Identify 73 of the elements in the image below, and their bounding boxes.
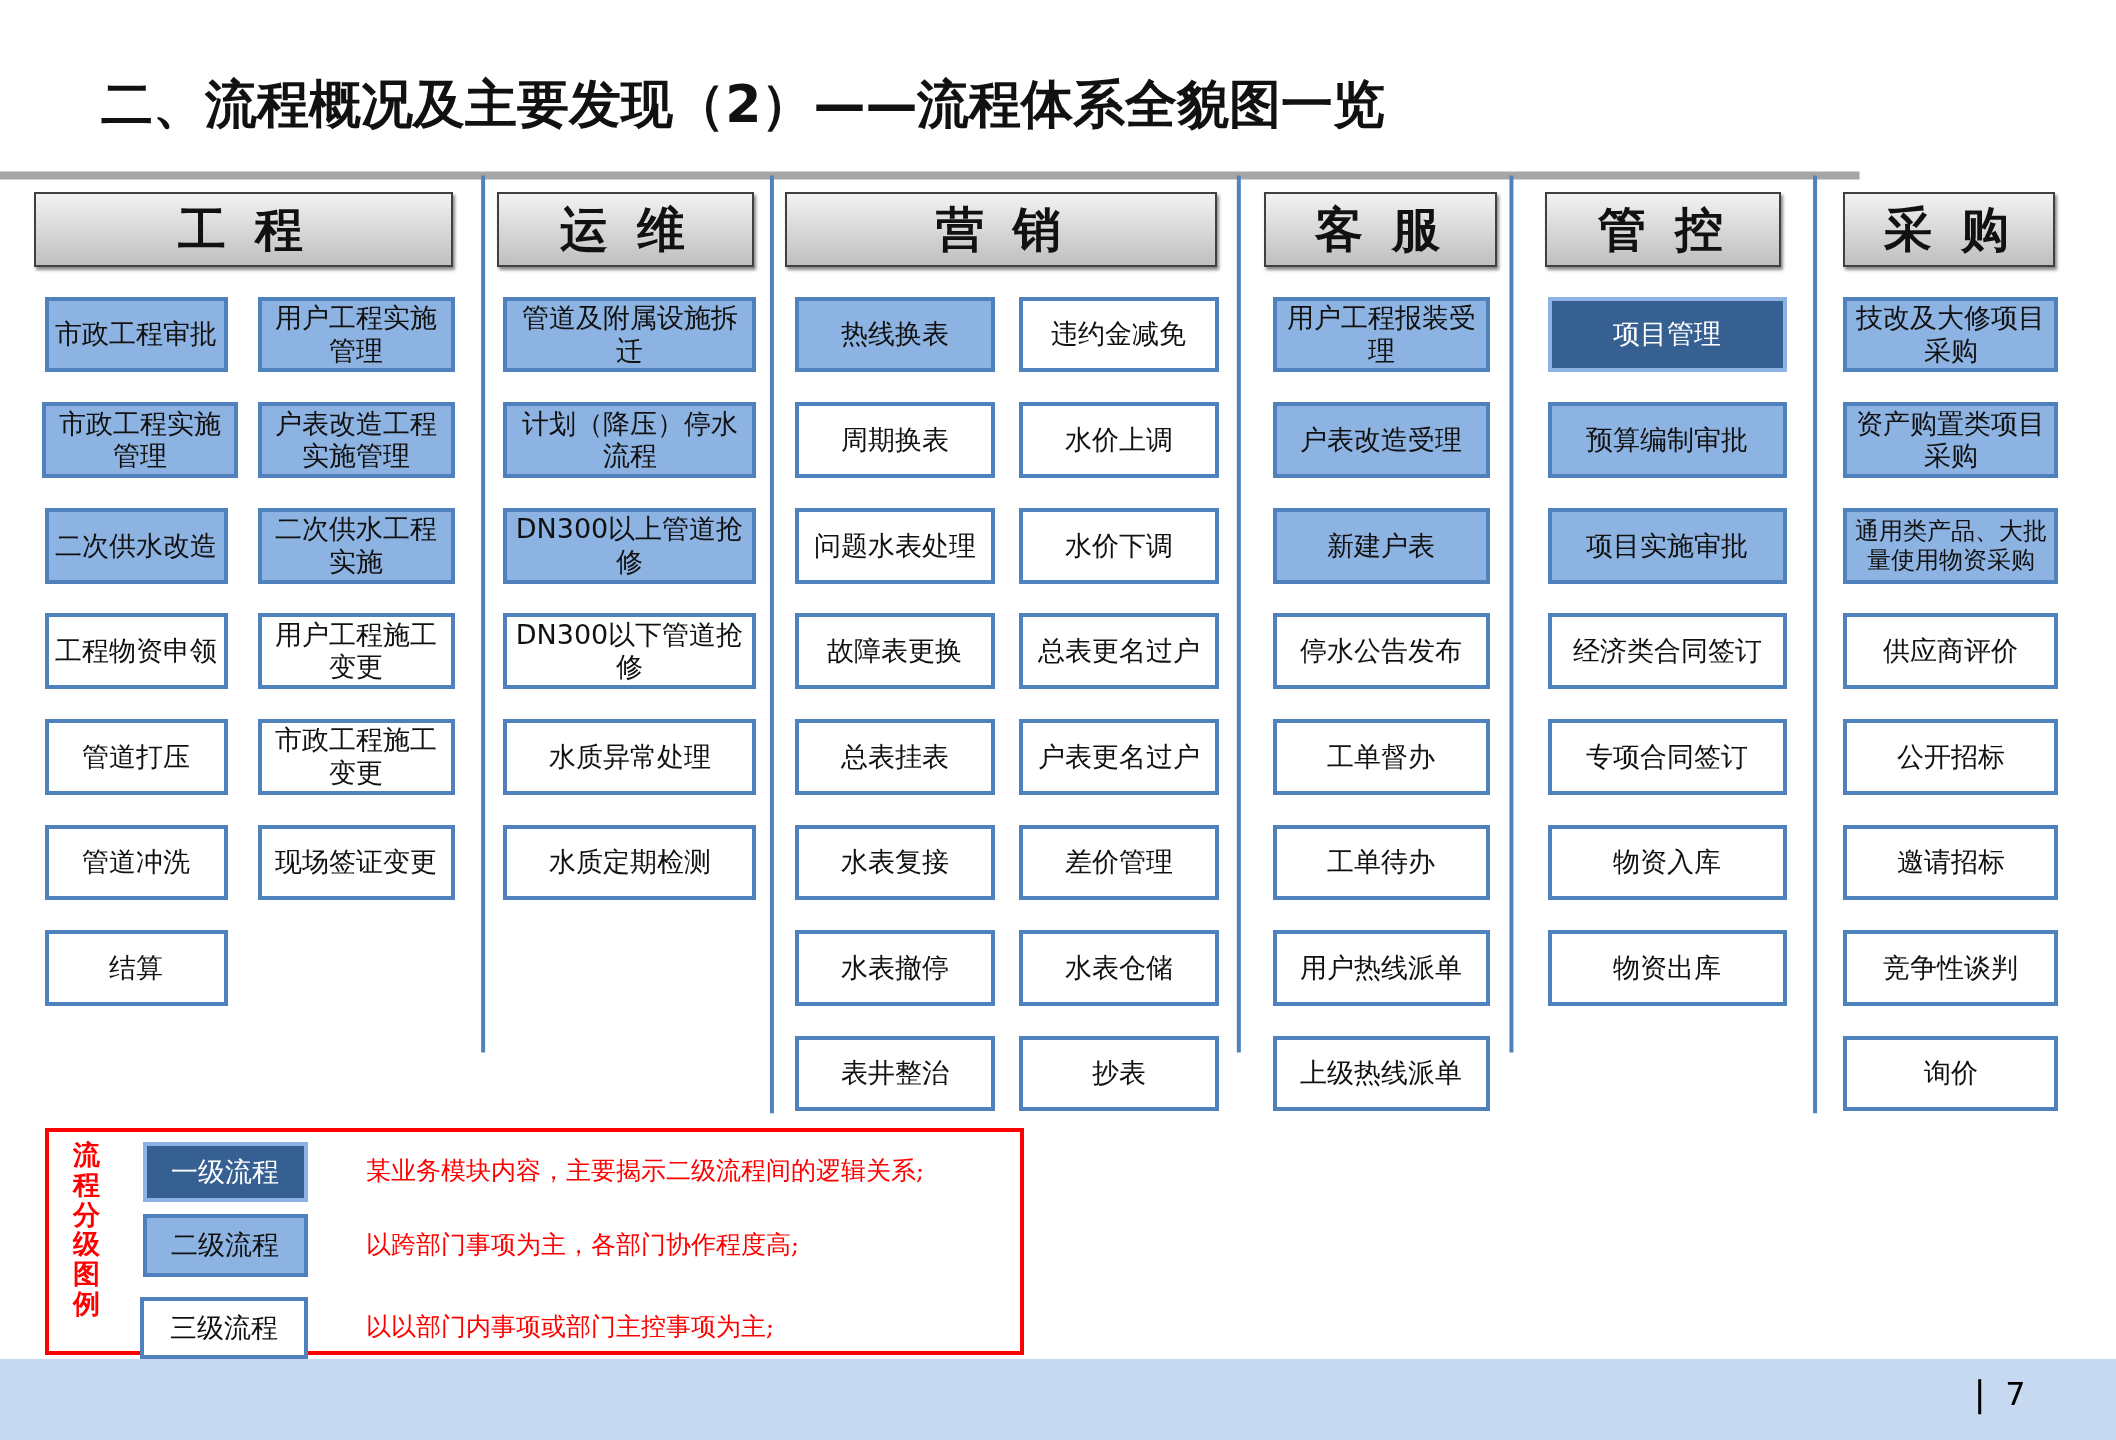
legend-description: 以以部门内事项或部门主控事项为主;	[365, 1311, 775, 1342]
slide-title: 二、流程概况及主要发现（2）——流程体系全貌图一览	[101, 73, 1386, 137]
column-header: 管控	[1545, 191, 1782, 268]
level2-process-box: 技改及大修项目采购	[1843, 296, 2058, 373]
level3-process-box: 经济类合同签订	[1547, 613, 1787, 690]
level2-process-box: 项目实施审批	[1547, 507, 1787, 584]
level3-process-box: 管道打压	[44, 719, 229, 795]
level3-process-box: 故障表更换	[794, 613, 995, 690]
level3-process-box: 三级流程	[140, 1296, 308, 1359]
column-header: 工程	[33, 191, 454, 268]
level3-process-box: 供应商评价	[1843, 613, 2058, 690]
level2-process-box: 资产购置类项目采购	[1843, 402, 2058, 478]
level3-process-box: 工单督办	[1272, 719, 1490, 795]
level3-process-box: 用户热线派单	[1272, 930, 1490, 1006]
level2-process-box: 计划（降压）停水流程	[503, 402, 756, 478]
level3-process-box: 水价下调	[1018, 507, 1219, 584]
level2-process-box: 用户工程实施管理	[257, 296, 455, 373]
level2-process-box: 市政工程审批	[44, 296, 229, 373]
level2-process-box: 二级流程	[143, 1214, 308, 1277]
level3-process-box: 上级热线派单	[1272, 1035, 1490, 1112]
level2-process-box: 二次供水工程实施	[257, 507, 455, 584]
level3-process-box: 竞争性谈判	[1843, 930, 2058, 1006]
level3-process-box: 周期换表	[794, 402, 995, 478]
level3-process-box: 水质定期检测	[503, 824, 756, 901]
legend-description: 某业务模块内容，主要揭示二级流程间的逻辑关系;	[365, 1155, 925, 1186]
level3-process-box: 抄表	[1018, 1035, 1219, 1112]
level2-process-box: 管道及附属设施拆迁	[503, 296, 756, 373]
level1-process-box: 项目管理	[1547, 296, 1787, 373]
level3-process-box: 邀请招标	[1843, 824, 2058, 901]
level3-process-box: 总表挂表	[794, 719, 995, 795]
level3-process-box: 户表更名过户	[1018, 719, 1219, 795]
legend-title: 流程分级图例	[72, 1140, 100, 1319]
column-header: 客服	[1264, 191, 1497, 268]
level3-process-box: 专项合同签订	[1547, 719, 1787, 795]
level3-process-box: 违约金减免	[1018, 296, 1219, 373]
level3-process-box: 公开招标	[1843, 719, 2058, 795]
level2-process-box: 市政工程实施管理	[41, 402, 238, 478]
level2-process-box: DN300以上管道抢修	[503, 507, 756, 584]
level3-process-box: 停水公告发布	[1272, 613, 1490, 690]
level3-process-box: 用户工程施工变更	[257, 613, 455, 690]
level2-process-box: 户表改造受理	[1272, 402, 1490, 478]
level3-process-box: DN300以下管道抢修	[503, 613, 756, 690]
level1-process-box: 一级流程	[143, 1141, 308, 1203]
level3-process-box: 工单待办	[1272, 824, 1490, 901]
level3-process-box: 水表复接	[794, 824, 995, 901]
level2-process-box: 用户工程报装受理	[1272, 296, 1490, 373]
level3-process-box: 水价上调	[1018, 402, 1219, 478]
level3-process-box: 表井整治	[794, 1035, 995, 1112]
level3-process-box: 市政工程施工变更	[257, 719, 455, 795]
level3-process-box: 差价管理	[1018, 824, 1219, 901]
level3-process-box: 物资出库	[1547, 930, 1787, 1006]
legend-description: 以跨部门事项为主，各部门协作程度高;	[365, 1229, 800, 1260]
level3-process-box: 水表撤停	[794, 930, 995, 1006]
level2-process-box: 预算编制审批	[1547, 402, 1787, 478]
level3-process-box: 工程物资申领	[44, 613, 229, 690]
level3-process-box: 管道冲洗	[44, 824, 229, 901]
level3-process-box: 水表仓储	[1018, 930, 1219, 1006]
level2-process-box: 热线换表	[794, 296, 995, 373]
level3-process-box: 现场签证变更	[257, 824, 455, 901]
column-header: 营销	[785, 191, 1218, 268]
level2-process-box: 二次供水改造	[44, 507, 229, 584]
level3-process-box: 问题水表处理	[794, 507, 995, 584]
level3-process-box: 总表更名过户	[1018, 613, 1219, 690]
level3-process-box: 水质异常处理	[503, 719, 756, 795]
level2-process-box: 通用类产品、大批量使用物资采购	[1843, 507, 2058, 584]
level3-process-box: 物资入库	[1547, 824, 1787, 901]
column-header: 运维	[496, 191, 755, 268]
column-header: 采购	[1843, 191, 2056, 268]
page-number: 7	[2005, 1375, 2026, 1414]
level3-process-box: 结算	[44, 930, 229, 1006]
level2-process-box: 户表改造工程实施管理	[257, 402, 455, 478]
level2-process-box: 新建户表	[1272, 507, 1490, 584]
level3-process-box: 询价	[1843, 1035, 2058, 1112]
